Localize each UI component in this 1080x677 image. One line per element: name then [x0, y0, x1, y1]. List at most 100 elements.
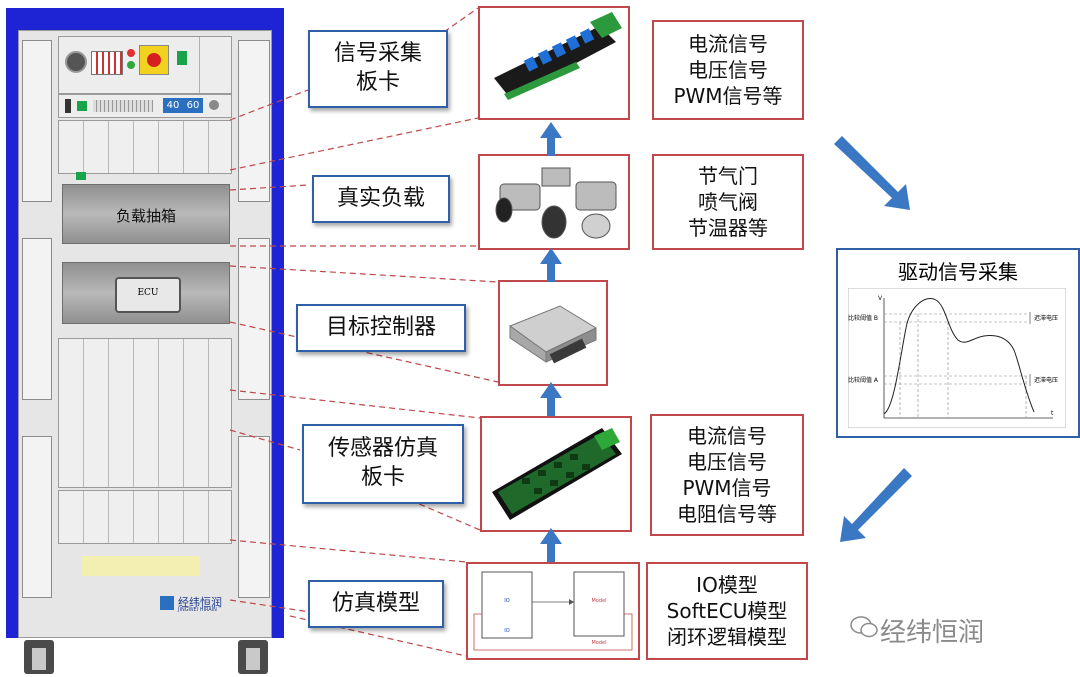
label-sensor-simulation: 传感器仿真 板卡 [302, 424, 464, 504]
cabinet-foot-right [238, 640, 268, 674]
label-signal-acq-line1: 信号采集 [333, 41, 422, 67]
wechat-icon [850, 614, 878, 640]
breaker-bank [91, 51, 123, 75]
io-block-label: IO [504, 598, 509, 604]
signal-acq-board-image [478, 6, 630, 120]
drive-y-axis-label: V [878, 295, 883, 302]
load-item-1: 节气门 [698, 164, 758, 188]
acq-signal-2: 电压信号 [688, 58, 768, 82]
indicator-green [127, 61, 135, 69]
line-acq-3 [443, 7, 479, 33]
watermark-text: 经纬恒润 [880, 618, 985, 648]
arrow-up-3 [540, 382, 562, 416]
display-row: 40 60 [58, 94, 232, 118]
load-item-2: 喷气阀 [698, 190, 758, 214]
ecu-drawer[interactable]: ECU [62, 262, 230, 324]
sensor-signal-1: 电流信号 [687, 424, 767, 448]
line-acq-2 [229, 117, 479, 171]
sensor-sim-board-graphic [492, 428, 622, 520]
drive-signal-title: 驱动信号采集 [898, 260, 1018, 284]
slot-led [76, 172, 86, 180]
power-switch[interactable] [65, 51, 87, 73]
control-panel [58, 36, 232, 94]
left-rail-top [22, 40, 52, 202]
real-load-graphic [495, 167, 617, 239]
label-simulation-model: 仿真模型 [308, 580, 444, 628]
drive-signal-plot: V t 比较阈值 B 比较阈值 A 迟滞电压 迟滞电压 [848, 288, 1066, 428]
simulink-graphic: IO IO Model Model [473, 571, 633, 651]
io-block-sublabel: IO [504, 628, 509, 634]
digital-display: 40 60 [163, 98, 203, 113]
emergency-stop-plate [139, 45, 169, 75]
logo-mark [160, 596, 174, 610]
line-acq-1 [229, 89, 309, 121]
sensor-signal-2: 电压信号 [687, 450, 767, 474]
display-left-value: 40 [166, 100, 180, 111]
card-slots-upper [58, 120, 232, 174]
load-item-3: 节温器等 [688, 216, 768, 240]
simulation-model-image: IO IO Model Model [466, 562, 640, 660]
model-block-label: Model [591, 598, 606, 604]
cabinet-foot-left [24, 640, 54, 674]
label-sensor-sim-line1: 传感器仿真 [327, 436, 438, 462]
model-block [573, 571, 625, 637]
model-item-2: SoftECU模型 [666, 599, 788, 623]
model-item-3: 闭环逻辑模型 [667, 625, 787, 649]
panel-divider [199, 37, 201, 93]
status-led [77, 101, 87, 111]
threshold-a-label: 比较阈值 A [848, 376, 879, 384]
acq-signals-box: 电流信号 电压信号 PWM信号等 [652, 20, 804, 120]
right-rail-top [238, 40, 270, 202]
drive-x-axis-label: t [1051, 410, 1054, 417]
signal-acq-board-graphic [494, 12, 622, 100]
line-sens-1 [229, 389, 481, 419]
ecu-label: ECU [137, 288, 159, 298]
line-sens-2 [229, 429, 301, 451]
sensor-signal-3: PWM信号 [682, 476, 772, 500]
arrow-up-4 [540, 528, 562, 562]
emergency-stop-button[interactable] [147, 53, 161, 67]
indicator-red [127, 49, 135, 57]
sensor-signals-box: 电流信号 电压信号 PWM信号 电阻信号等 [650, 414, 804, 536]
right-rail-mid [238, 238, 270, 400]
sensor-sim-board-image [480, 416, 632, 532]
arrow-diag-down-right [834, 136, 910, 210]
load-drawer[interactable]: 负载抽箱 [62, 184, 230, 244]
line-ctrl-2 [229, 321, 499, 383]
left-rail-bottom [22, 436, 52, 598]
real-load-image [478, 154, 630, 250]
model-item-1: IO模型 [696, 573, 758, 597]
sensor-signal-4: 电阻信号等 [677, 502, 777, 526]
knob[interactable] [209, 100, 219, 110]
models-box: IO模型 SoftECU模型 闭环逻辑模型 [646, 562, 808, 660]
label-signal-acquisition: 信号采集 板卡 [308, 30, 448, 108]
logo-subtext: JINGWEI HIRAIN [178, 607, 217, 613]
hysteresis-bottom-label: 迟滞电压 [1034, 376, 1058, 384]
terminal-strip [93, 100, 153, 112]
left-rail-mid [22, 238, 52, 400]
load-drawer-label: 负载抽箱 [115, 207, 176, 225]
acq-signal-1: 电流信号 [688, 32, 768, 56]
drive-signal-panel: 驱动信号采集 V t 比较阈值 B 比较阈值 A 迟滞电压 迟滞电压 [836, 248, 1080, 438]
arrow-up-2 [540, 248, 562, 282]
line-model-2 [229, 599, 311, 613]
key-switch[interactable] [65, 99, 71, 113]
brand-logo: 经纬恒润 JINGWEI HIRAIN [160, 594, 230, 616]
line-sens-3 [409, 499, 481, 531]
arrow-diag-down-left [840, 468, 912, 542]
hysteresis-top-label: 迟滞电压 [1034, 314, 1058, 322]
arrow-up-1 [540, 122, 562, 156]
line-ctrl-1 [229, 265, 499, 283]
line-load-1 [229, 184, 309, 191]
label-signal-acq-line2: 板卡 [355, 70, 400, 95]
load-items-box: 节气门 喷气阀 节温器等 [652, 154, 804, 250]
nameplate [82, 556, 200, 576]
right-rail-bottom [238, 436, 270, 598]
label-target-controller: 目标控制器 [296, 304, 466, 352]
io-block [481, 571, 533, 639]
start-button[interactable] [177, 51, 187, 65]
acq-signal-3: PWM信号等 [673, 84, 783, 108]
ecu-graphic [508, 305, 598, 364]
feedback-label: Model [591, 640, 606, 646]
